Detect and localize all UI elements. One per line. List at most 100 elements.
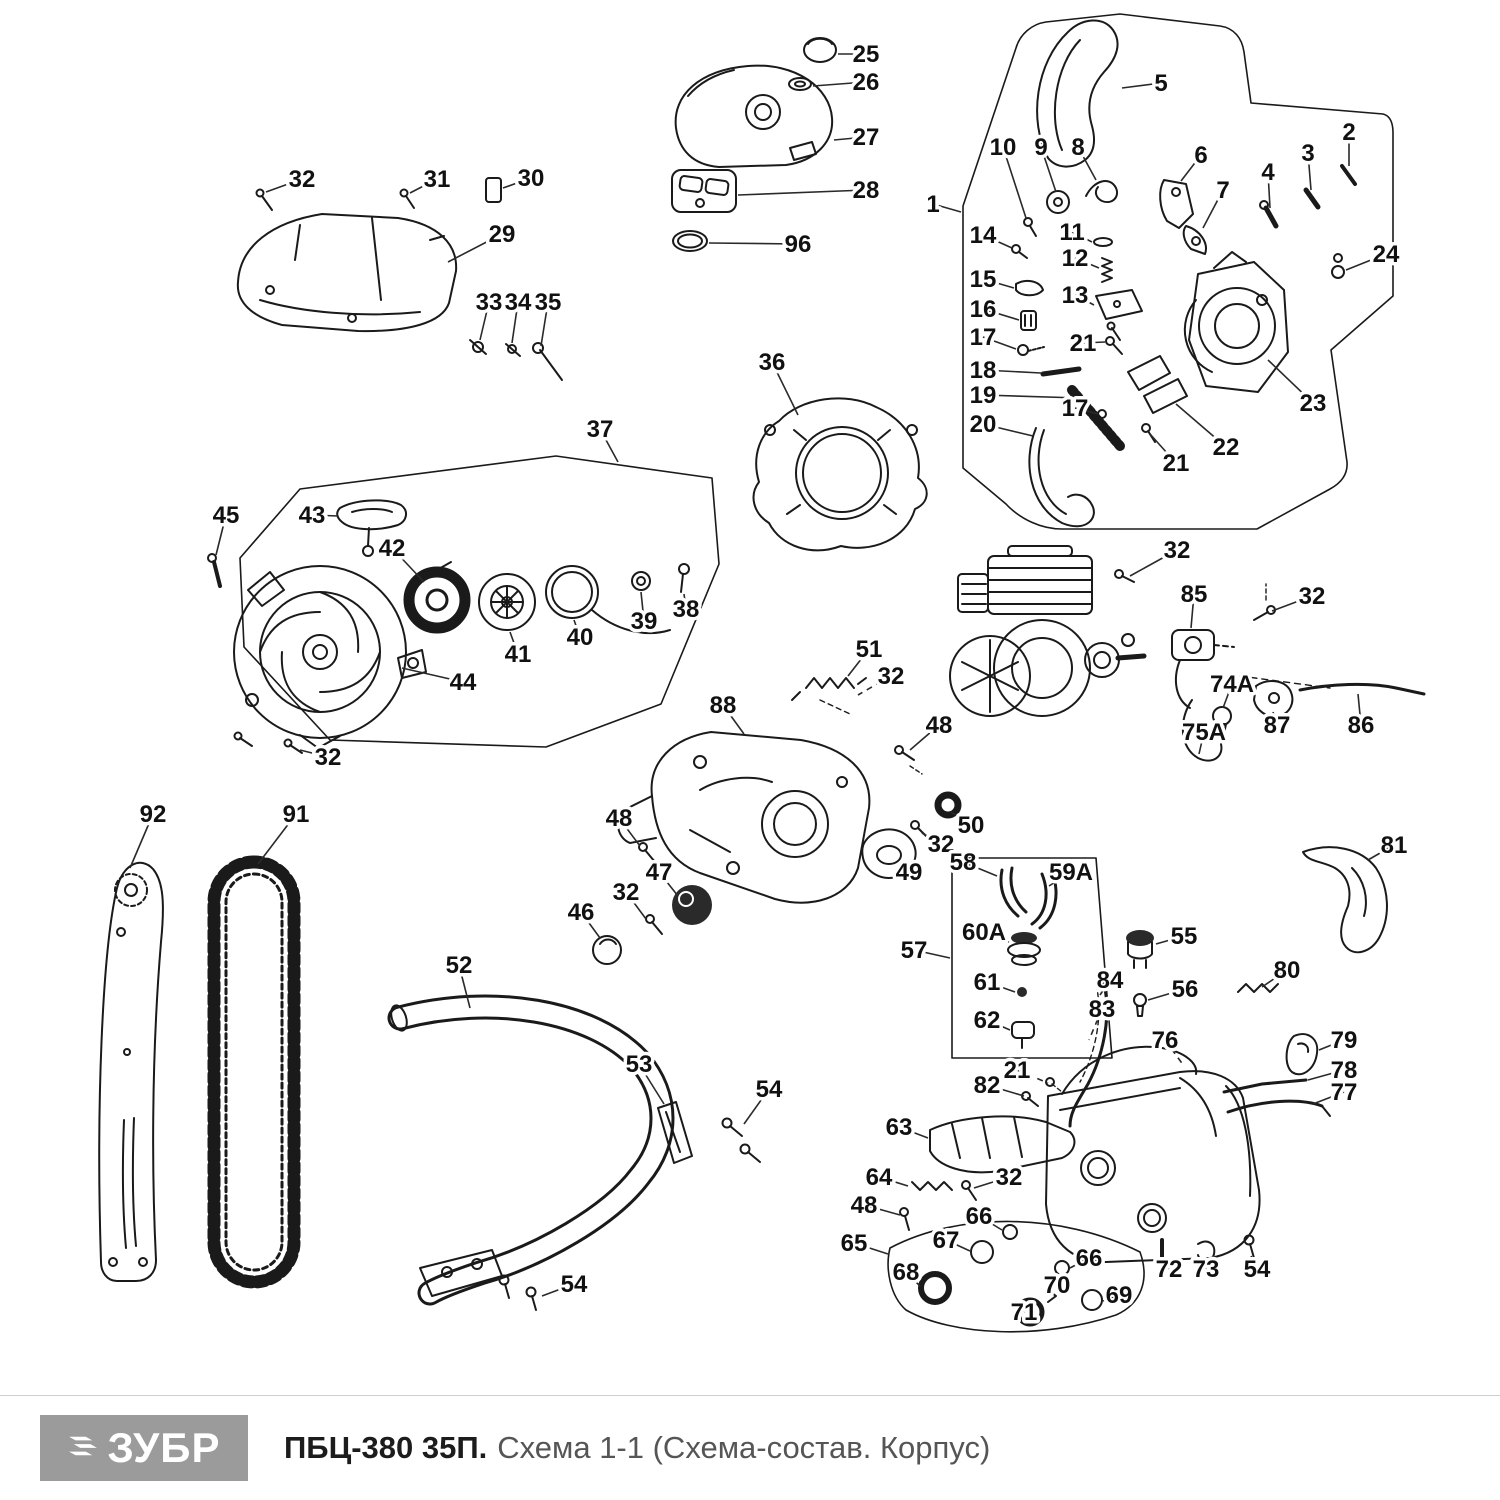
part-callout-44: 44 [450,669,477,696]
callout-leader-53 [638,1063,665,1105]
part-callout-91: 91 [283,801,310,828]
part-callout-52: 52 [446,952,473,979]
part-callout-54: 54 [756,1076,783,1103]
callout-leader-31 [409,178,438,194]
muffler-parts [592,745,962,965]
cover-screws-part [255,177,563,381]
part-callout-47: 47 [646,859,673,886]
callout-leader-13 [1074,294,1095,306]
exploded-parts-diagram: 2526272896323130293334355234109867114111… [98,13,1426,1333]
callout-leader-80 [1261,969,1288,988]
callout-leader-32 [1271,595,1313,612]
part-callout-21: 21 [1004,1057,1031,1084]
part-callout-57: 57 [901,937,928,964]
part-callout-2: 2 [1342,119,1355,146]
callout-leader-34 [511,301,519,344]
part-callout-69: 69 [1106,1282,1133,1309]
part-callout-29: 29 [489,221,516,248]
callout-leader-24 [1345,253,1387,271]
callout-leader-63 [898,1126,929,1139]
starter-ring-part [545,565,671,634]
part-callout-18: 18 [970,357,997,384]
part-callout-15: 15 [970,266,997,293]
callout-leader-56 [1147,988,1186,1001]
part-callout-51: 51 [856,636,883,663]
callout-leader-46 [580,911,601,939]
callout-leader-42 [391,547,425,583]
part-callout-85: 85 [1181,581,1208,608]
callout-leader-43 [311,514,339,517]
part-callout-8: 8 [1071,134,1084,161]
worm-gear-lever-part [1239,675,1426,718]
part-callout-21: 21 [1070,330,1097,357]
callout-leader-54 [1250,1255,1258,1270]
callout-leader-14 [982,234,1013,249]
part-callout-80: 80 [1274,957,1301,984]
callout-leader-72 [1161,1259,1170,1270]
part-callout-63: 63 [886,1114,913,1141]
callout-leader-9 [1040,146,1057,193]
callout-leader-21 [1082,341,1106,344]
callout-leader-49 [897,869,910,873]
callout-leader-58 [962,861,998,877]
callout-leader-73 [1204,1261,1207,1270]
callout-leader-27 [833,136,867,141]
callout-leader-3 [1307,152,1312,191]
part-callout-32: 32 [878,663,905,690]
callout-leader-21 [1016,1069,1049,1084]
callout-leader-77 [1312,1091,1345,1105]
starter-screw-parts [233,563,690,754]
part-callout-22: 22 [1213,434,1240,461]
part-callout-13: 13 [1062,282,1089,309]
callout-leader-70 [1052,1283,1058,1286]
oil-hoses-part [999,866,1058,1049]
callout-leader-8 [1077,146,1097,181]
part-callout-77: 77 [1331,1079,1358,1106]
callout-leader-61 [986,981,1016,993]
callout-leader-7 [1202,189,1224,229]
oil-cap-part [1126,930,1154,1017]
top-cover-part [674,64,834,168]
callout-leader-33 [479,301,490,341]
part-callout-32: 32 [1299,583,1326,610]
callout-leader-30 [502,177,532,189]
part-callout-33: 33 [476,289,503,316]
part-callout-62: 62 [974,1007,1001,1034]
callout-leader-16 [982,308,1020,321]
callout-leader-78 [1307,1069,1345,1081]
part-callout-55: 55 [1171,923,1198,950]
starter-pin-part [207,553,222,588]
part-callout-31: 31 [424,166,451,193]
oil-system-boundary [951,857,1113,1059]
part-callout-10: 10 [990,134,1017,161]
callout-leader-4 [1267,171,1271,209]
handle-assembly-boundary [962,13,1394,530]
part-callout-71: 71 [1011,1299,1038,1326]
callout-leader-1 [932,203,962,213]
callout-leader-62 [986,1019,1011,1031]
callout-leader-47 [658,871,679,897]
callout-leader-45 [215,514,227,556]
callout-leader-11 [1071,231,1093,243]
handle-bracket-part [657,1101,693,1164]
handle-small-parts [1011,164,1357,528]
callout-leader-48 [618,817,641,847]
part-callout-73: 73 [1193,1256,1220,1283]
part-callout-84: 84 [1097,967,1124,994]
part-callout-76: 76 [1152,1027,1179,1054]
part-callout-53: 53 [626,1051,653,1078]
bottom-kit-parts [918,1224,1103,1327]
part-callout-37: 37 [587,416,614,443]
part-callout-78: 78 [1331,1057,1358,1084]
part-callout-41: 41 [505,641,532,668]
part-callout-75A: 75A [1182,719,1226,746]
callout-leader-88 [722,704,745,735]
part-callout-67: 67 [933,1227,960,1254]
chain-guard-part [1302,846,1388,954]
part-callout-28: 28 [853,177,880,204]
chain-brake-part [1183,251,1289,393]
starter-pulley-part [478,573,536,631]
callout-leader-75A [1198,731,1205,755]
part-callout-40: 40 [567,624,594,651]
fuel-hose-part [1068,982,1109,1128]
